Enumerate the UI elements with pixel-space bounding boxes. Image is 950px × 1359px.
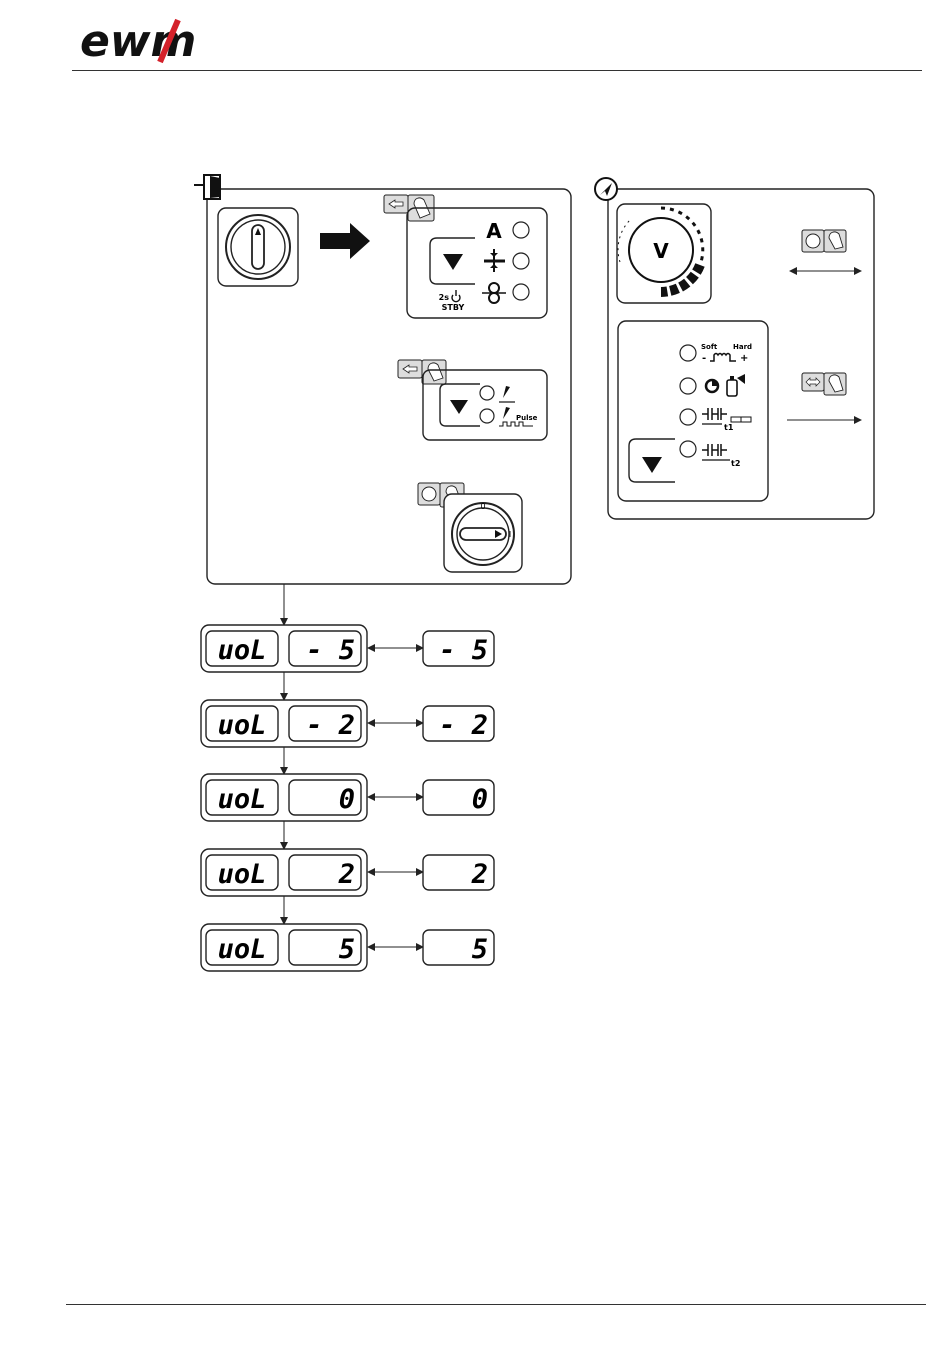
press-button-icon — [802, 373, 846, 395]
param-display: uoL — [218, 859, 267, 890]
result-display: 0 — [472, 784, 488, 815]
minus-label: - — [702, 353, 706, 364]
value-display: - 2 — [306, 710, 355, 741]
right-panel: V Soft Hard - + — [595, 178, 874, 519]
value-display: 2 — [338, 859, 355, 890]
led-4 — [480, 386, 494, 400]
rotary-switch-panel: 0 I — [418, 483, 522, 572]
knob-label: V — [653, 239, 669, 263]
navigation-icon — [595, 178, 617, 200]
value-display: - 5 — [306, 635, 355, 666]
value-display: 5 — [339, 934, 355, 965]
display-row: uoL - 5 - 5 — [201, 625, 494, 672]
press-button-icon — [398, 360, 446, 384]
led-9 — [680, 441, 696, 457]
display-row: uoL - 2 - 2 — [201, 700, 494, 747]
arc-length-icon — [484, 249, 505, 272]
current-mode-label: A — [486, 219, 502, 243]
led-8 — [680, 409, 696, 425]
param-display: uoL — [218, 784, 267, 815]
t1-label: t1 — [724, 423, 734, 432]
mode-panel-2: Pulse — [398, 360, 547, 440]
pulse-torch-icon: Pulse — [499, 407, 538, 426]
param-display: uoL — [218, 635, 267, 666]
display-row: uoL 0 0 — [201, 774, 494, 821]
display-rows: uoL - 5 - 5 uoL - 2 - 2 uoL 0 0 — [201, 625, 494, 971]
standby-power-icon — [452, 290, 460, 302]
key-switch[interactable] — [218, 208, 298, 286]
switch-off-label: 0 — [480, 502, 485, 511]
t2-label: t2 — [731, 459, 740, 468]
wire-coil-icon — [482, 283, 506, 303]
param-display: uoL — [218, 934, 267, 965]
display-row: uoL 2 2 — [201, 849, 494, 896]
left-panel: 2s STBY A — [194, 175, 571, 584]
enter-icon — [194, 175, 220, 199]
standby-time: 2s — [439, 293, 450, 302]
led-1 — [513, 222, 529, 238]
led-3 — [513, 284, 529, 300]
result-display: 5 — [472, 934, 488, 965]
down-button-icon[interactable] — [450, 400, 468, 414]
hard-label: Hard — [733, 343, 752, 351]
pulse-label: Pulse — [516, 414, 538, 422]
soft-label: Soft — [701, 343, 718, 351]
standard-torch-icon — [499, 386, 515, 402]
value-display: 0 — [339, 784, 355, 815]
mode-panel-1: 2s STBY A — [384, 195, 547, 318]
down-button-icon[interactable] — [443, 254, 463, 270]
result-display: - 5 — [439, 635, 488, 666]
result-display: - 2 — [439, 710, 488, 741]
turn-button-icon — [802, 230, 846, 252]
led-7 — [680, 378, 696, 394]
display-row: uoL 5 5 — [201, 924, 494, 971]
big-right-arrow — [320, 223, 370, 259]
standby-label: STBY — [442, 303, 465, 312]
param-display: uoL — [218, 710, 267, 741]
switch-on-label: I — [509, 530, 511, 539]
led-2 — [513, 253, 529, 269]
led-6 — [680, 345, 696, 361]
plus-label: + — [740, 353, 748, 364]
led-5 — [480, 409, 494, 423]
result-display: 2 — [471, 859, 488, 890]
